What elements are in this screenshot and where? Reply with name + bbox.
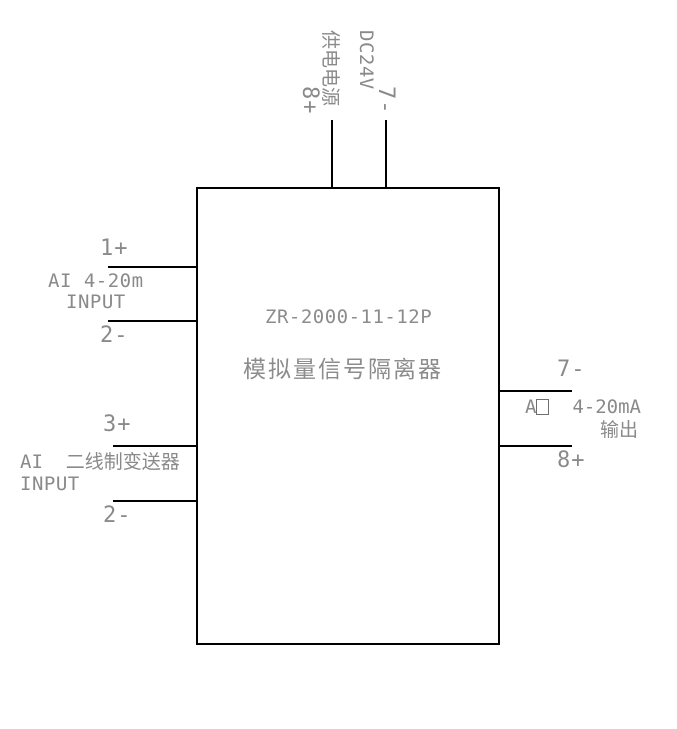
output-positive-terminal-label: 8+ — [557, 448, 586, 473]
input2-negative-terminal-label: 2- — [103, 503, 132, 528]
input2-signal-label: AI 二线制变送器 — [20, 451, 180, 474]
device-name-label: 模拟量信号隔离器 — [243, 357, 443, 383]
power-positive-wire — [331, 120, 333, 188]
input1-negative-wire — [108, 320, 197, 322]
output-negative-wire — [500, 390, 572, 392]
input1-type-label: INPUT — [66, 291, 126, 313]
power-voltage-label: DC24V — [355, 30, 377, 90]
output-positive-wire — [500, 445, 572, 447]
output-signal-range: 4-20mA — [572, 396, 641, 418]
input1-signal-label: AI 4-20m — [48, 270, 144, 292]
input2-signal-text: 二线制变送器 — [65, 451, 180, 473]
input2-type-label: INPUT — [20, 473, 80, 495]
output-negative-terminal-label: 7- — [557, 357, 586, 382]
input1-positive-terminal-label: 1+ — [100, 236, 129, 261]
input2-positive-terminal-label: 3+ — [103, 412, 132, 437]
device-model-label: ZR-2000-11-12P — [265, 306, 433, 328]
power-negative-terminal-label: 7- — [373, 86, 398, 115]
power-negative-wire — [385, 120, 387, 188]
input1-positive-wire — [108, 266, 197, 268]
output-signal-label: A 4-20mA — [525, 396, 641, 419]
isolator-device-body — [196, 187, 500, 645]
input2-negative-wire — [113, 500, 197, 502]
power-supply-label: 供电电源 — [319, 30, 341, 107]
input1-negative-terminal-label: 2- — [100, 323, 129, 348]
input2-positive-wire — [113, 445, 197, 447]
missing-glyph-box — [536, 399, 550, 415]
input2-signal-prefix: AI — [20, 451, 43, 473]
output-signal-prefix: A — [525, 396, 537, 418]
output-direction-label: 输出 — [600, 419, 639, 441]
